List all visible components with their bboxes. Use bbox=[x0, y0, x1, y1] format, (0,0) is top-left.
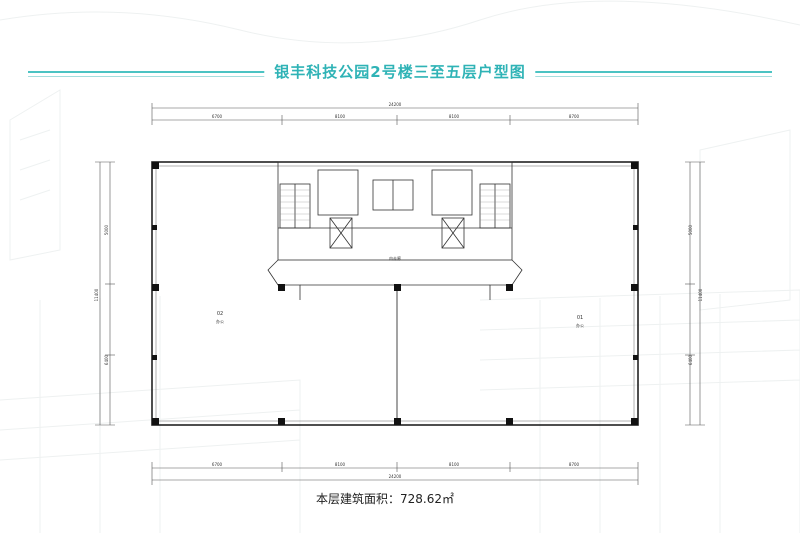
unit-01-label: 办公 bbox=[576, 322, 584, 328]
bottom-dimensions bbox=[151, 462, 639, 485]
corridor-label: 内走廊 bbox=[389, 255, 401, 261]
top-dimensions bbox=[151, 103, 639, 125]
dim-bottom-2: 8100 bbox=[335, 462, 346, 467]
dim-bottom-4: 8700 bbox=[569, 462, 580, 467]
dim-top-3: 8100 bbox=[449, 114, 460, 119]
unit-02-number: 02 bbox=[217, 311, 223, 317]
unit-01-number: 01 bbox=[577, 315, 583, 321]
dim-right-2: 11400 bbox=[698, 288, 703, 301]
inner-wall-lines bbox=[155, 165, 635, 422]
dim-top-total: 24200 bbox=[389, 102, 402, 107]
dim-left-3: 6400 bbox=[104, 354, 109, 365]
corridor-outline bbox=[267, 259, 523, 300]
dim-left-2: 11400 bbox=[94, 288, 99, 301]
title-bar: 银丰科技公园2号楼三至五层户型图 bbox=[28, 60, 772, 84]
dim-top-4: 8700 bbox=[569, 114, 580, 119]
floor-area-caption: 本层建筑面积：728.62㎡ bbox=[316, 492, 454, 506]
dim-top-2: 8100 bbox=[335, 114, 346, 119]
right-dimensions bbox=[685, 161, 705, 426]
page-title: 银丰科技公园2号楼三至五层户型图 bbox=[264, 60, 536, 84]
service-core bbox=[277, 161, 513, 261]
columns bbox=[152, 162, 638, 425]
dim-right-1: 5000 bbox=[688, 224, 693, 235]
left-dimensions bbox=[95, 161, 115, 426]
dim-bottom-3: 8100 bbox=[449, 462, 460, 467]
dim-bottom-total: 24200 bbox=[389, 474, 402, 479]
dim-bottom-1: 6700 bbox=[212, 462, 223, 467]
unit-02-label: 办公 bbox=[216, 318, 224, 324]
dim-left-1: 5000 bbox=[104, 224, 109, 235]
dim-right-3: 6400 bbox=[688, 354, 693, 365]
dim-top-1: 6700 bbox=[212, 114, 223, 119]
floor-plan: 24200 6700 8100 8100 8700 6700 8100 8100… bbox=[94, 102, 705, 485]
stair-treads bbox=[280, 189, 510, 221]
outer-walls bbox=[151, 161, 639, 426]
